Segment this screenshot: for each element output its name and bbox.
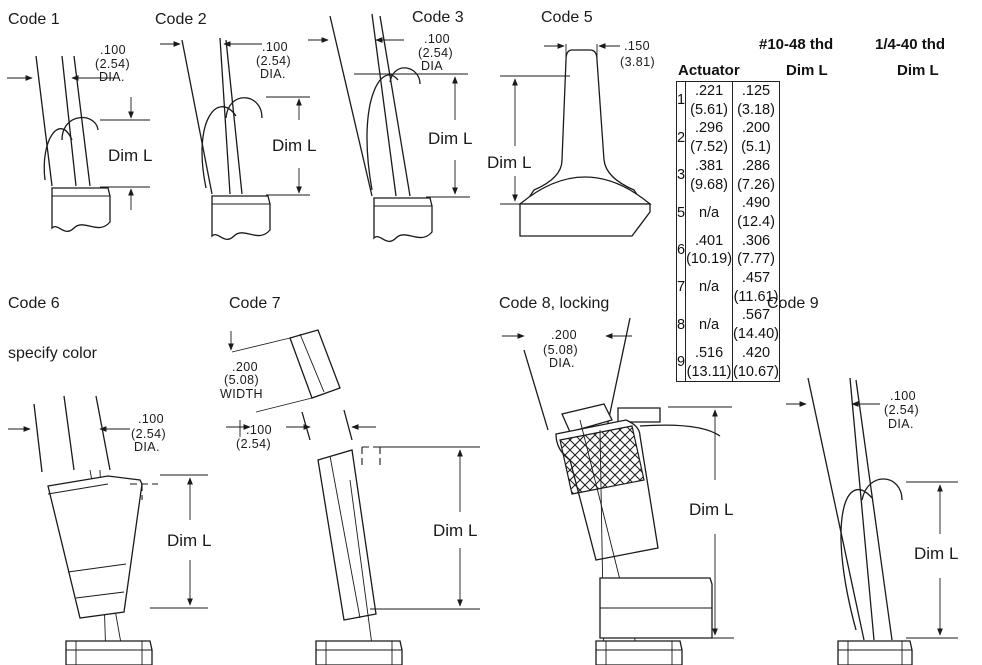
- code-2-drawing: Code 2 .100 (2.54) DIA. Dim L: [155, 11, 316, 241]
- code-1-dim-l: Dim L: [108, 146, 152, 165]
- table-cell-actuator: 3: [675, 156, 687, 195]
- table-cell-dim-b: .567 (14.40): [732, 306, 780, 344]
- table-cell-dim-a: .296 (7.52): [685, 119, 734, 157]
- code-7-width-mm: (5.08): [224, 373, 259, 387]
- code-6-dia-mm: (2.54): [131, 427, 166, 441]
- code-8-dia-mm: (5.08): [543, 343, 578, 357]
- code-9-dim-l: Dim L: [914, 544, 958, 563]
- table-row: 1.221 (5.61).125 (3.18): [675, 81, 780, 120]
- table-cell-dim-b: .125 (3.18): [732, 81, 780, 120]
- code-7-drawing: Code 7 .200 (5.08) WIDTH .100 (2.54) Dim…: [220, 295, 480, 665]
- code-2-dim-l: Dim L: [272, 136, 316, 155]
- table-header-thread-b: 1/4-40 thd: [875, 36, 946, 53]
- code-7-label: Code 7: [229, 295, 281, 312]
- table-cell-dim-a: .401 (10.19): [685, 231, 734, 270]
- code-7-spacing-value: .100: [246, 423, 272, 437]
- code-8-drawing: Code 8, locking .200 (5.08) DIA. Dim L: [499, 295, 734, 665]
- table-cell-actuator: 9: [675, 343, 687, 383]
- code-3-label: Code 3: [412, 9, 464, 26]
- code-7-dim-l: Dim L: [433, 521, 477, 540]
- code-8-dim-l: Dim L: [689, 500, 733, 519]
- code-8-label: Code 8, locking: [499, 295, 609, 312]
- code-2-dia-label: DIA.: [260, 67, 286, 81]
- table-cell-actuator: 5: [675, 194, 687, 232]
- code-5-drawing: Code 5 .150 (3.81) Dim L: [487, 9, 655, 237]
- code-1-drawing: Code 1 .100 (2.54) DIA. Dim L: [7, 11, 152, 233]
- table-row: 2.296 (7.52).200 (5.1): [675, 119, 780, 157]
- code-1-dia-mm: (2.54): [95, 57, 130, 71]
- code-8-dia-label: DIA.: [549, 356, 575, 370]
- table-row: 3.381 (9.68).286 (7.26): [675, 156, 780, 195]
- dim-l-table-body: 1.221 (5.61).125 (3.18)2.296 (7.52).200 …: [675, 81, 780, 383]
- code-3-dia-mm: (2.54): [418, 46, 453, 60]
- table-cell-dim-a: n/a: [685, 306, 734, 344]
- table-cell-actuator: 2: [675, 119, 687, 157]
- table-cell-dim-a: .516 (13.11): [685, 343, 734, 383]
- code-9-drawing: Code 9 .100 (2.54) DIA. Dim L: [767, 295, 958, 665]
- code-8-dia-value: .200: [551, 328, 577, 342]
- code-1-label: Code 1: [8, 11, 60, 28]
- code-3-dia-label: DIA: [421, 59, 443, 73]
- code-6-dia-value: .100: [138, 412, 164, 426]
- code-7-width-label: WIDTH: [220, 387, 263, 401]
- table-cell-dim-a: n/a: [685, 194, 734, 232]
- table-cell-dim-a: n/a: [685, 269, 734, 307]
- code-1-dia-value: .100: [100, 43, 126, 57]
- code-9-dia-mm: (2.54): [884, 403, 919, 417]
- table-cell-dim-a: .381 (9.68): [685, 156, 734, 195]
- code-3-dia-value: .100: [424, 32, 450, 46]
- code-9-dia-label: DIA.: [888, 417, 914, 431]
- code-6-label: Code 6: [8, 295, 60, 312]
- code-2-label: Code 2: [155, 11, 207, 28]
- code-7-width-value: .200: [232, 360, 258, 374]
- table-cell-dim-b: .420 (10.67): [732, 343, 780, 383]
- table-header-dim-a: Dim L: [786, 62, 828, 79]
- code-1-dia-label: DIA.: [99, 70, 125, 84]
- table-header-dim-b: Dim L: [897, 62, 939, 79]
- code-6-dia-label: DIA.: [134, 440, 160, 454]
- code-6-dim-l: Dim L: [167, 531, 211, 550]
- table-cell-actuator: 8: [675, 306, 687, 344]
- code-2-dia-mm: (2.54): [256, 54, 291, 68]
- table-cell-dim-b: .286 (7.26): [732, 156, 780, 195]
- table-row: 9.516 (13.11).420 (10.67): [675, 343, 780, 383]
- code-5-label: Code 5: [541, 9, 593, 26]
- table-cell-actuator: 1: [675, 81, 687, 120]
- code-9-dia-value: .100: [890, 389, 916, 403]
- table-cell-dim-b: .200 (5.1): [732, 119, 780, 157]
- code-5-dim-l: Dim L: [487, 153, 531, 172]
- table-cell-dim-b: .490 (12.4): [732, 194, 780, 232]
- code-6-note: specify color: [8, 345, 98, 362]
- table-cell-actuator: 7: [675, 269, 687, 307]
- code-2-dia-value: .100: [262, 40, 288, 54]
- table-cell-actuator: 6: [675, 231, 687, 270]
- table-row: 6.401 (10.19).306 (7.77): [675, 231, 780, 270]
- table-cell-dim-b: .306 (7.77): [732, 231, 780, 270]
- table-cell-dim-b: .457 (11.61): [732, 269, 780, 307]
- code-3-drawing: Code 3 .100 (2.54) DIA Dim L: [308, 9, 472, 243]
- table-cell-dim-a: .221 (5.61): [685, 81, 734, 120]
- table-header-thread-a: #10-48 thd: [759, 36, 834, 53]
- table-header-actuator: Actuator: [678, 62, 740, 79]
- code-7-spacing-mm: (2.54): [236, 437, 271, 451]
- code-6-drawing: Code 6 specify color .100 (2.54) DIA. Di…: [8, 295, 211, 665]
- code-5-dim-mm: (3.81): [620, 55, 655, 69]
- code-3-dim-l: Dim L: [428, 129, 472, 148]
- code-9-label: Code 9: [767, 295, 819, 312]
- code-5-dim-value: .150: [624, 39, 650, 53]
